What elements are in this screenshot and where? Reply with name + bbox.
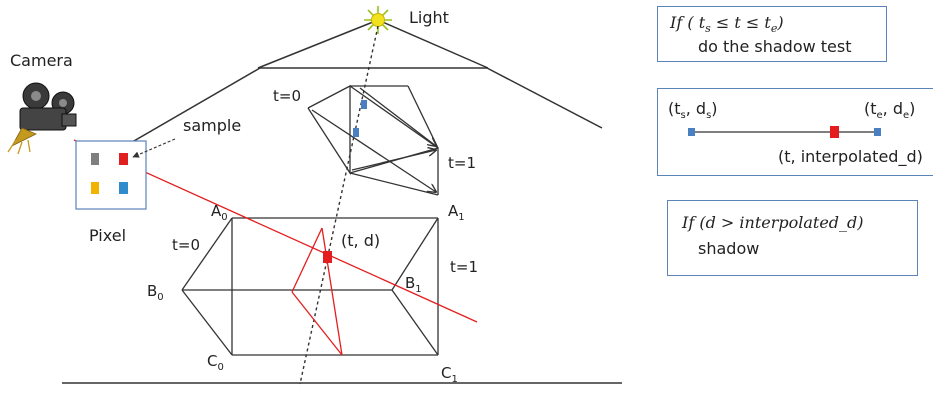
condition-text: If ( ts ≤ t ≤ te) — [670, 13, 784, 36]
hit-point-marker — [323, 251, 332, 263]
ray-marker-lower — [353, 128, 359, 137]
t0-bottom-label: t=0 — [172, 236, 200, 254]
pixel-sample-gray — [91, 153, 99, 165]
te-de-label: (te, de) — [864, 99, 916, 122]
shadow-box: If (d > interpolated_d) shadow — [667, 200, 918, 276]
camera-label: Camera — [10, 51, 73, 70]
condition-box: If ( ts ≤ t ≤ te) do the shadow test — [657, 6, 887, 62]
light-left-edge — [257, 19, 379, 69]
camera-icon — [7, 82, 77, 155]
roof-left — [126, 67, 261, 146]
pixel-sample-red — [119, 153, 128, 165]
top-triangle — [307, 84, 439, 196]
light-right-edge — [377, 19, 489, 69]
t0-top-label: t=0 — [273, 87, 301, 105]
interp-marker — [830, 126, 839, 138]
label-b1: B1 — [405, 274, 422, 295]
pixel-box — [75, 140, 147, 210]
ts-ds-label: (ts, ds) — [668, 99, 718, 122]
ray-marker-top — [361, 100, 367, 109]
interpolation-line — [688, 126, 881, 138]
sample-arrow — [132, 138, 176, 158]
bottom-prism — [181, 217, 439, 356]
label-b0: B0 — [147, 282, 164, 303]
td-label: (t, d) — [341, 231, 380, 250]
ts-marker — [688, 128, 695, 136]
pixel-sample-blue — [119, 182, 128, 194]
t1-bottom-label: t=1 — [450, 258, 478, 276]
label-a1: A1 — [448, 202, 465, 223]
interpolation-box: (ts, ds) (te, de) (t, interpolated_d) — [657, 88, 933, 176]
pixel-label: Pixel — [89, 226, 126, 245]
te-marker — [874, 128, 881, 136]
interpolated-label: (t, interpolated_d) — [778, 147, 923, 166]
shadow-action: shadow — [698, 239, 760, 258]
pixel-sample-yellow — [91, 182, 99, 194]
light-label: Light — [409, 8, 449, 27]
light-ray — [299, 25, 379, 385]
label-c1: C1 — [441, 364, 458, 385]
roof-right — [486, 67, 603, 129]
light-sun-icon — [364, 6, 392, 34]
sample-label: sample — [183, 116, 241, 135]
shadow-condition: If (d > interpolated_d) — [682, 213, 864, 232]
label-c0: C0 — [207, 352, 224, 373]
condition-action: do the shadow test — [698, 37, 852, 56]
label-a0: A0 — [211, 202, 228, 223]
t1-top-label: t=1 — [448, 154, 476, 172]
red-triangle — [291, 227, 343, 356]
